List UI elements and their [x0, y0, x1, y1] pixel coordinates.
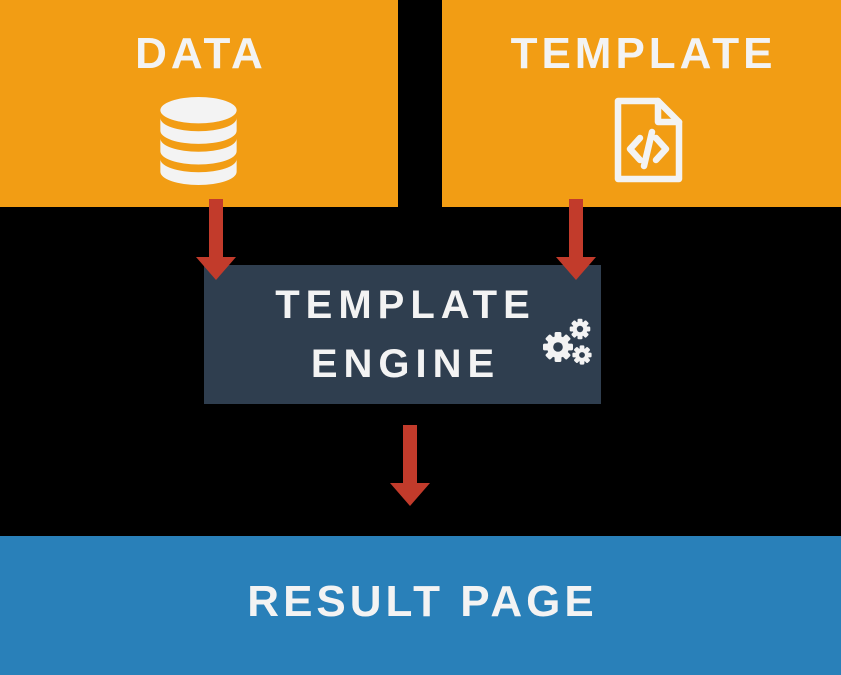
node-template-label: TEMPLATE	[510, 29, 777, 78]
gears-icon	[543, 318, 592, 365]
node-data-label: DATA	[135, 29, 267, 78]
arrow-data-to-engine-icon	[196, 199, 236, 280]
node-engine-label-line1: TEMPLATE	[275, 282, 536, 327]
node-template: TEMPLATE	[442, 0, 841, 207]
database-icon	[160, 97, 237, 185]
arrow-engine-to-result-icon	[390, 425, 430, 506]
node-engine-label-line2: ENGINE	[310, 341, 501, 386]
node-result: RESULT PAGE	[0, 536, 841, 675]
node-engine: TEMPLATE ENGINE	[204, 265, 601, 404]
arrow-template-to-engine-icon	[556, 199, 596, 280]
code-file-icon	[614, 97, 683, 183]
node-result-label: RESULT PAGE	[247, 576, 598, 626]
node-data: DATA	[0, 0, 398, 207]
